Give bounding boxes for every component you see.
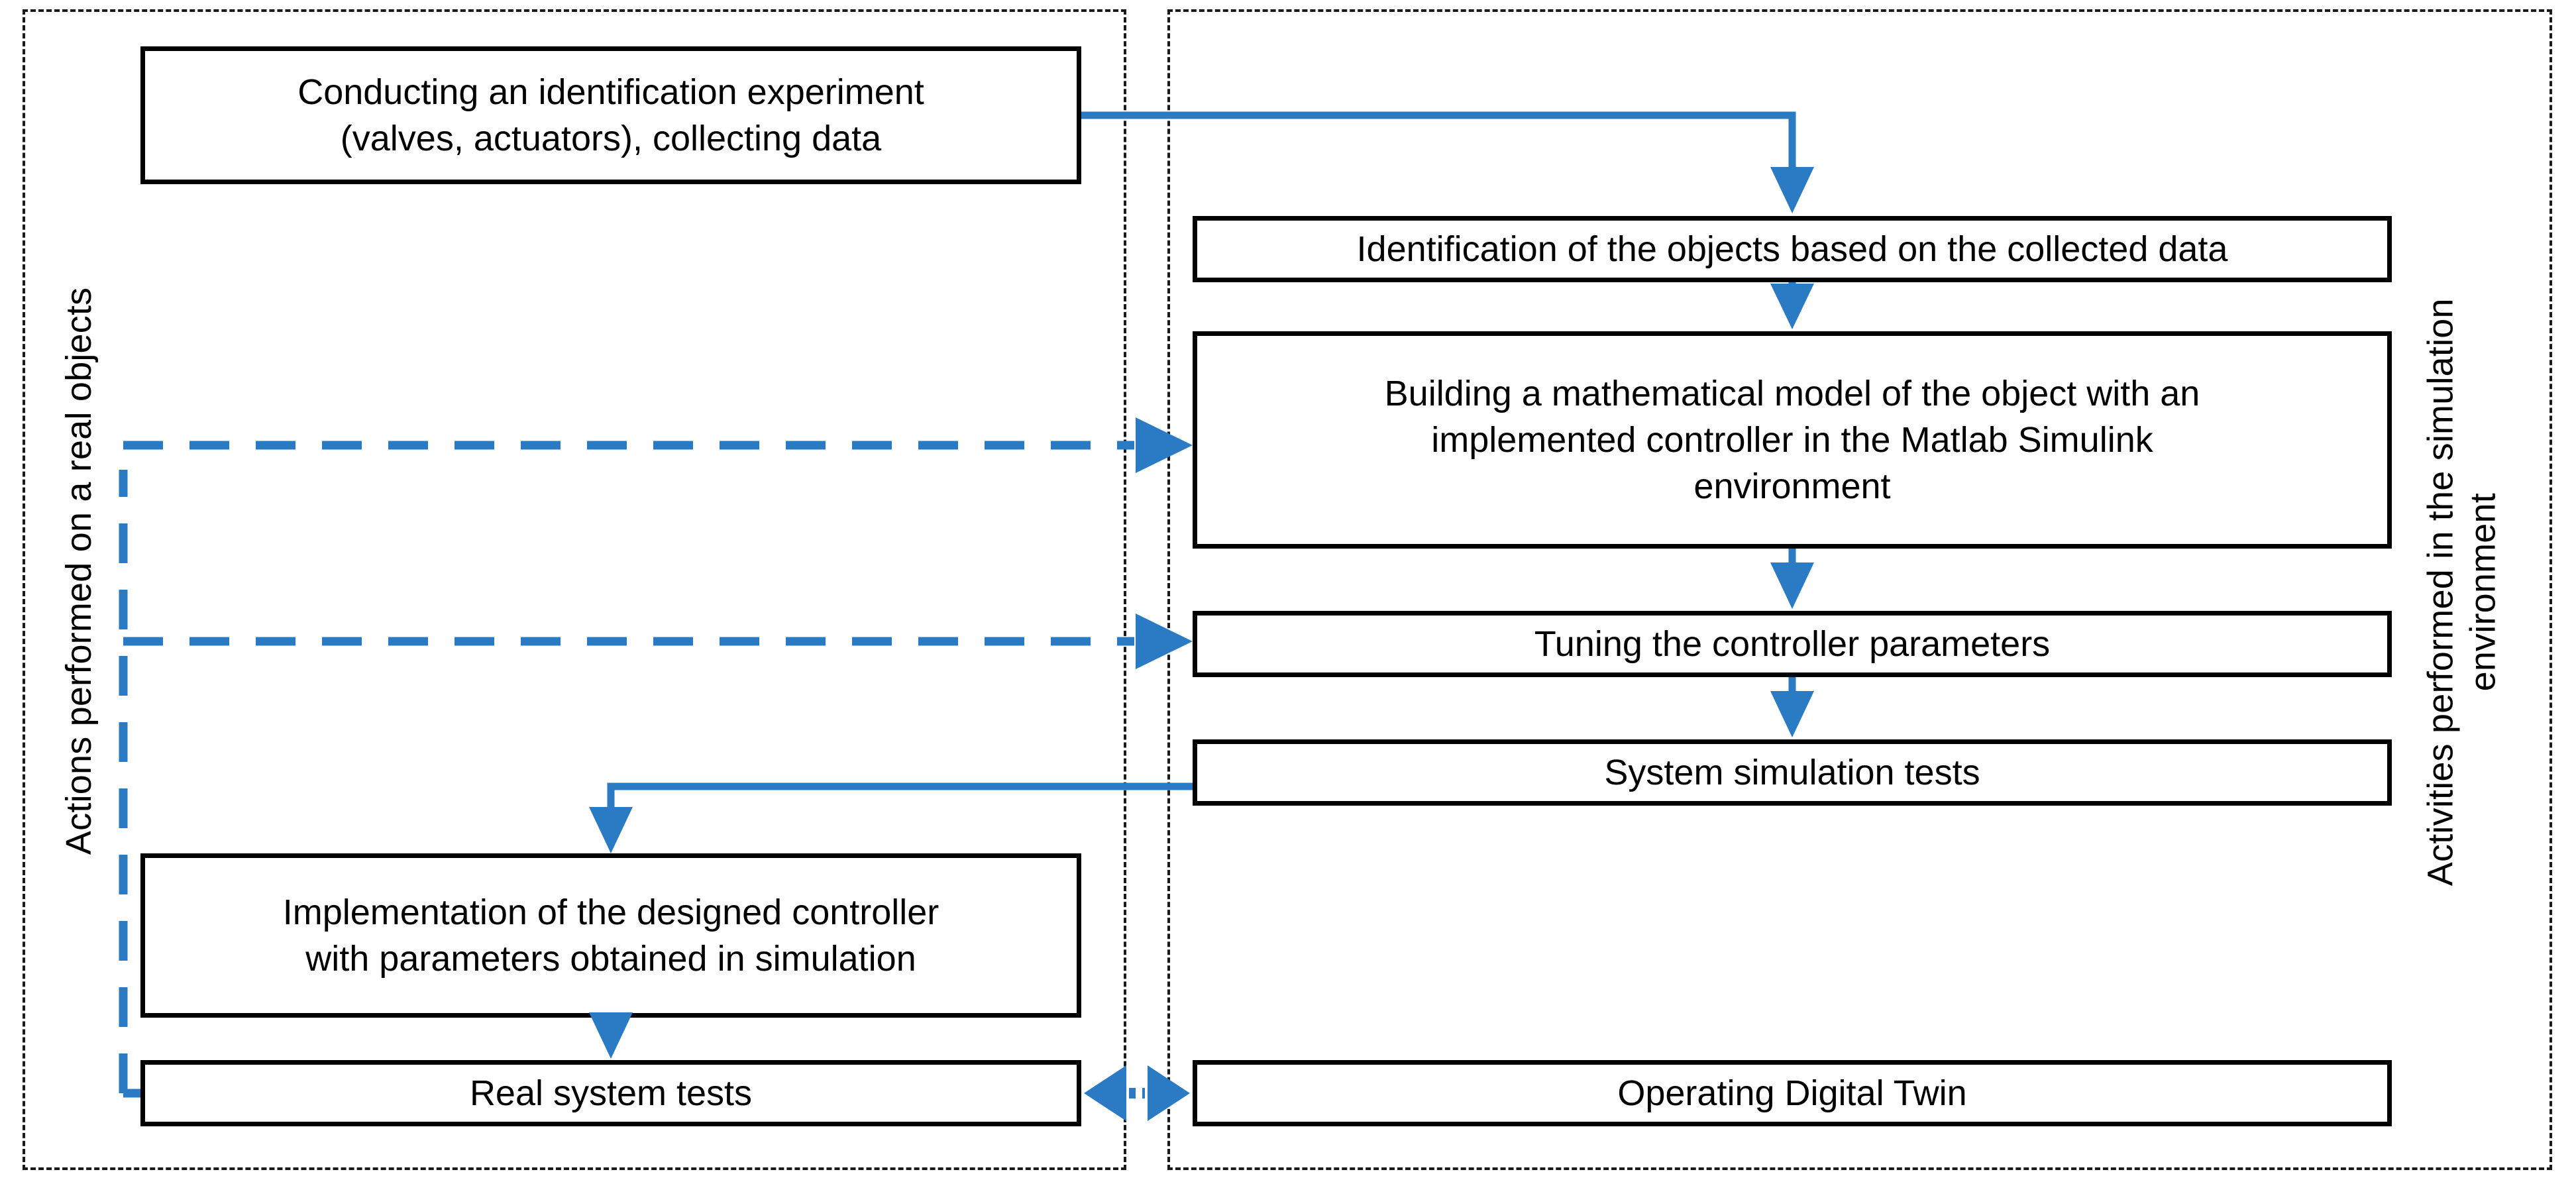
panel-real-objects <box>23 9 1126 1170</box>
node-tuning-controller-parameters[interactable]: Tuning the controller parameters <box>1193 611 2392 677</box>
node-operating-digital-twin[interactable]: Operating Digital Twin <box>1193 1060 2392 1126</box>
node-conducting-identification-experiment[interactable]: Conducting an identification experiment … <box>140 46 1081 184</box>
node-identification-of-objects[interactable]: Identification of the objects based on t… <box>1193 216 2392 282</box>
node-implementation-of-designed-controller[interactable]: Implementation of the designed controlle… <box>140 853 1081 1018</box>
node-building-mathematical-model[interactable]: Building a mathematical model of the obj… <box>1193 331 2392 549</box>
node-system-simulation-tests[interactable]: System simulation tests <box>1193 739 2392 806</box>
panel-left-caption: Actions performed on a real objects <box>59 287 99 855</box>
panel-simulation-environment <box>1167 9 2552 1170</box>
node-real-system-tests[interactable]: Real system tests <box>140 1060 1081 1126</box>
panel-right-caption: Activities performed in the simulation e… <box>2420 298 2502 886</box>
